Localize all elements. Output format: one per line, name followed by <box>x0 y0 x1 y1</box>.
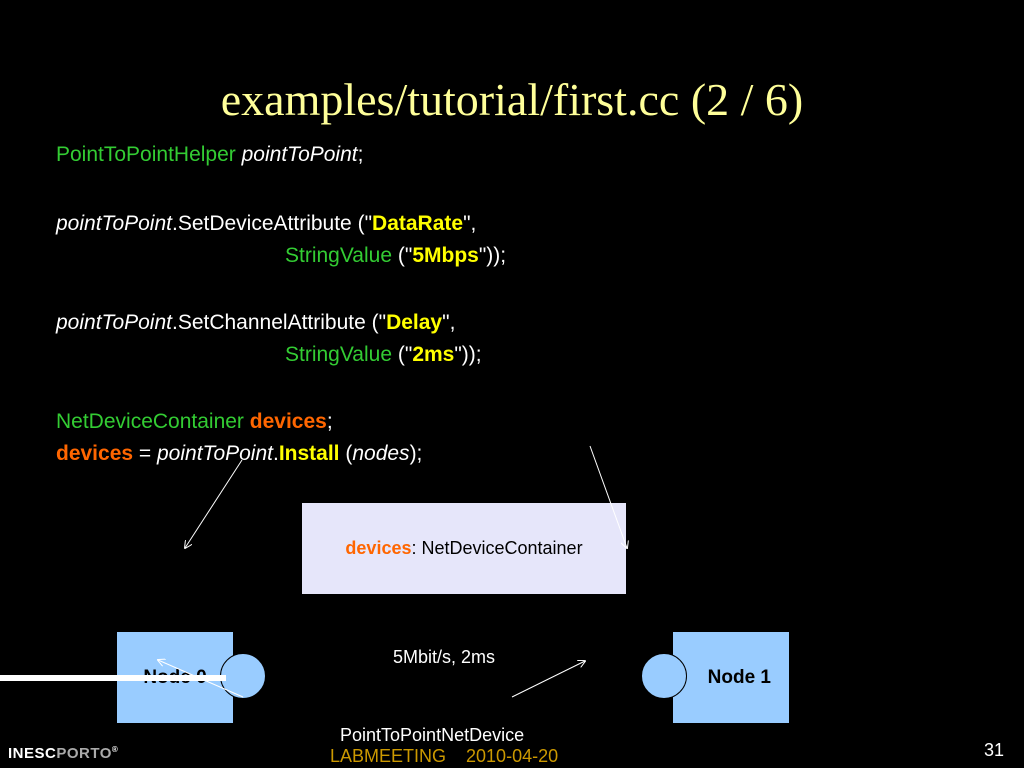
slide-title: examples/tutorial/first.cc (2 / 6) <box>220 74 804 125</box>
code-line-7: devices = pointToPoint.Install (nodes); <box>56 439 422 469</box>
node-1: Node 1 <box>673 632 789 723</box>
code-punct: ( <box>339 442 353 465</box>
code-punct: (" <box>392 343 413 366</box>
page-number: 31 <box>983 740 1004 760</box>
code-string: Delay <box>386 311 443 334</box>
code-method: .SetDeviceAttribute (" <box>171 212 373 235</box>
code-punct: ", <box>463 212 477 235</box>
code-type: StringValue <box>285 343 393 366</box>
code-line-4: pointToPoint.SetChannelAttribute ("Delay… <box>56 308 455 338</box>
footer-text: LABMEETING 2010-04-20 <box>330 746 559 766</box>
code-type: NetDeviceContainer <box>56 410 244 433</box>
link-label: 5Mbit/s, 2ms <box>393 647 496 667</box>
code-punct: = <box>133 442 157 465</box>
code-var: pointToPoint <box>241 143 358 166</box>
arrow-to-left <box>185 459 243 548</box>
code-punct: ); <box>409 442 423 465</box>
code-line-3: StringValue ("5Mbps")); <box>285 241 506 271</box>
arrow-link <box>511 661 585 698</box>
code-arg: nodes <box>352 442 410 465</box>
code-line-6: NetDeviceContainer devices; <box>56 407 333 437</box>
code-string: 2ms <box>412 343 455 366</box>
net-device-1 <box>641 653 687 699</box>
code-var: devices <box>56 442 134 465</box>
code-string: DataRate <box>372 212 464 235</box>
code-punct: ")); <box>478 244 507 267</box>
arrow-to-right <box>589 445 627 548</box>
code-var: pointToPoint <box>56 311 172 334</box>
device-label: PointToPointNetDevice <box>340 725 525 745</box>
code-line-2: pointToPoint.SetDeviceAttribute ("DataRa… <box>56 209 476 239</box>
inesc-porto-logo: INESCPORTO® <box>8 745 118 762</box>
code-method: .SetChannelAttribute (" <box>171 311 387 334</box>
code-punct: ; <box>326 410 333 433</box>
code-var: pointToPoint <box>56 212 172 235</box>
code-punct: ", <box>442 311 456 334</box>
logo-part-a: INESC <box>8 745 57 762</box>
code-punct: . <box>272 442 279 465</box>
code-punct: ")); <box>454 343 482 366</box>
code-var: pointToPoint <box>157 442 273 465</box>
code-string: 5Mbps <box>412 244 479 267</box>
logo-registered: ® <box>111 745 119 754</box>
code-type: StringValue <box>285 244 393 267</box>
net-device-0 <box>220 653 266 699</box>
code-type: PointToPointHelper <box>56 143 236 166</box>
code-punct: (" <box>392 244 413 267</box>
code-method: Install <box>278 442 340 465</box>
container-var: devices <box>345 538 412 558</box>
code-punct: ; <box>357 143 364 166</box>
code-line-5: StringValue ("2ms")); <box>285 340 482 370</box>
container-type: : NetDeviceContainer <box>411 538 583 558</box>
logo-part-b: PORTO <box>56 745 112 762</box>
net-device-container-box: devices: NetDeviceContainer <box>302 503 626 594</box>
code-var: devices <box>249 410 327 433</box>
node-1-label: Node 1 <box>707 666 771 688</box>
code-line-1: PointToPointHelper pointToPoint; <box>56 140 363 170</box>
